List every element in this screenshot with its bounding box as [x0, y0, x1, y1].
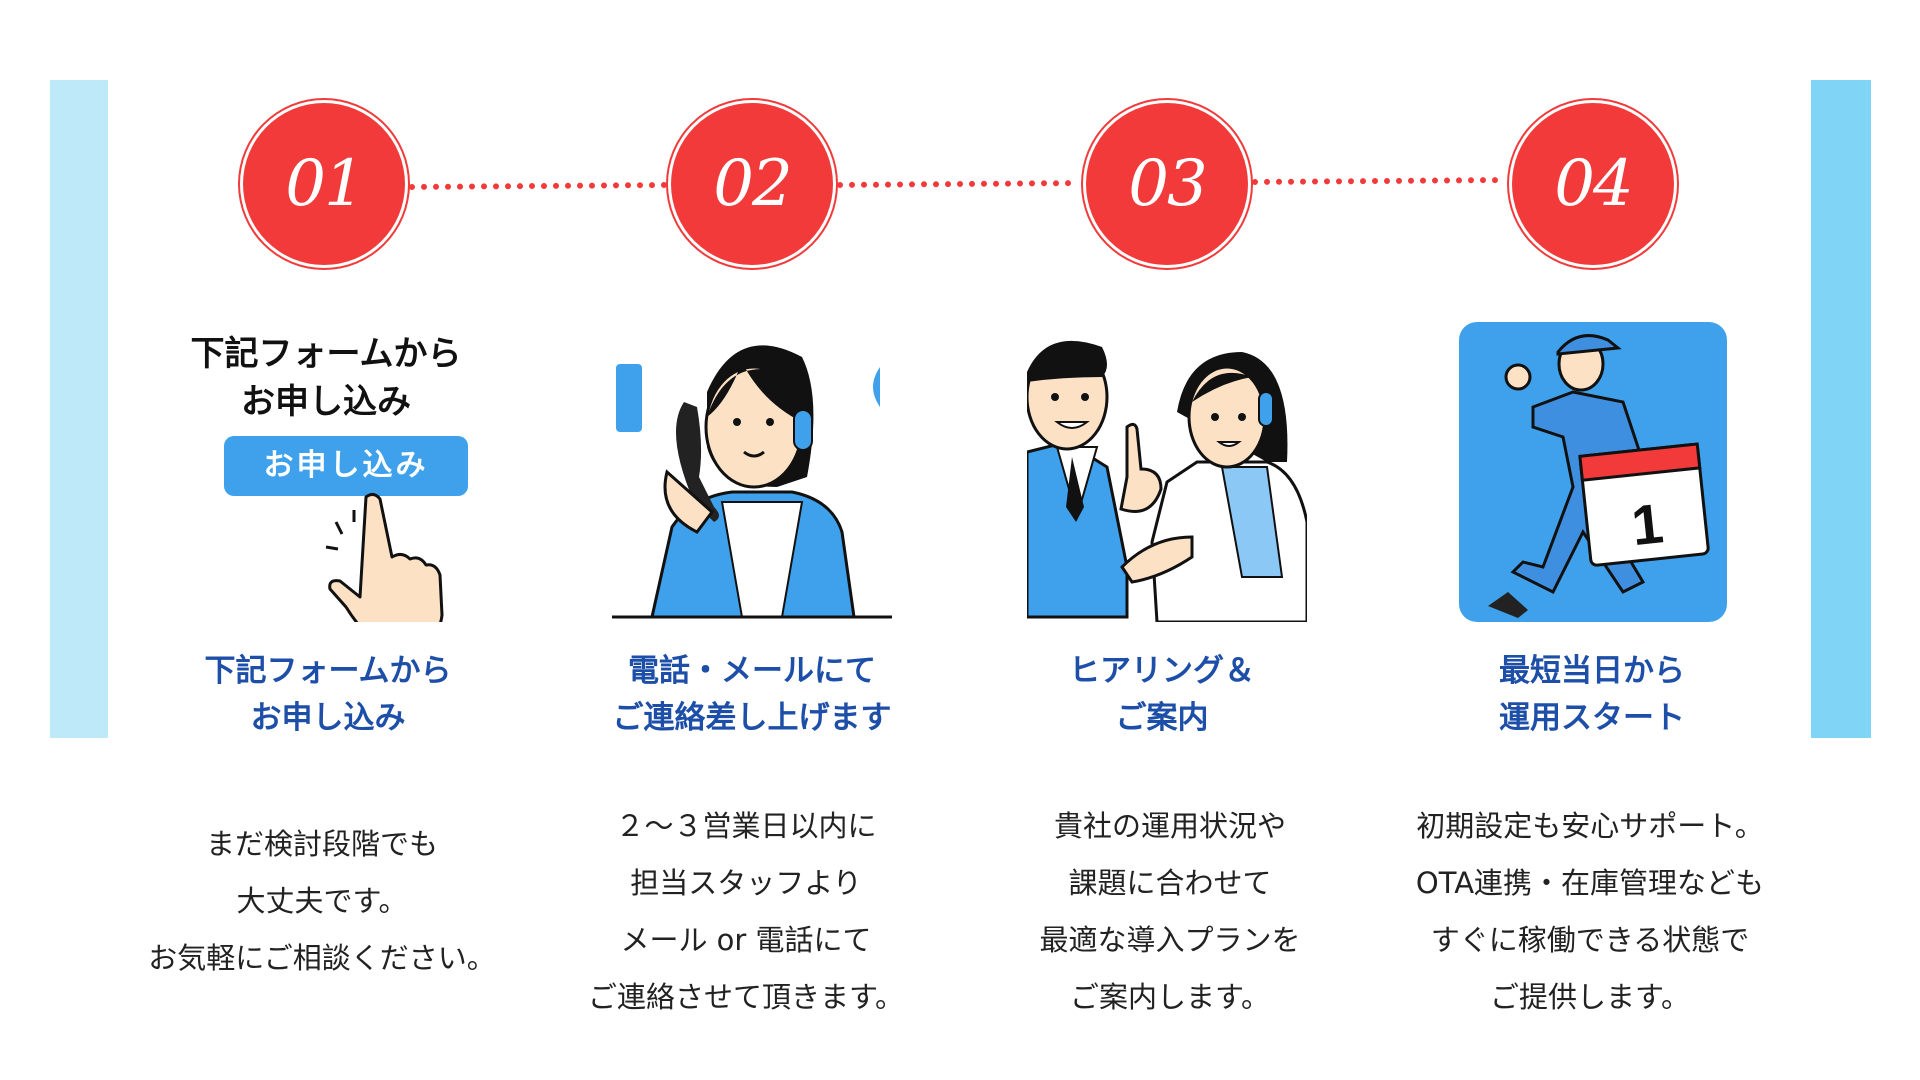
heading-line: ご案内	[1115, 700, 1209, 736]
description-line: 担当スタッフより	[630, 866, 862, 900]
description-line: まだ検討段階でも	[205, 827, 438, 861]
step-heading-1: 下記フォームからお申し込み	[118, 648, 538, 742]
description-line: 課題に合わせて	[1068, 866, 1272, 900]
illustration-title-line: お申し込み	[241, 382, 411, 422]
step-number: 01	[285, 147, 364, 221]
description-line: ご提供します。	[1489, 980, 1691, 1014]
illustration-title: 下記フォームから お申し込み	[186, 330, 466, 426]
description-line: メール or 電話にて	[620, 923, 872, 957]
description-line: ２〜３営業日以内に	[615, 809, 877, 843]
description-line: お気軽にご相談ください。	[148, 941, 496, 975]
heading-line: 電話・メールにて	[628, 653, 876, 689]
start-operation-illustration: 1	[1453, 322, 1733, 622]
description-line: ご案内します。	[1069, 980, 1271, 1014]
connector-3-4	[1252, 177, 1508, 185]
step-number-badge-4: 04	[1512, 103, 1674, 265]
step-number: 03	[1128, 147, 1207, 221]
heading-line: ご連絡差し上げます	[612, 700, 892, 736]
heading-line: お申し込み	[250, 700, 406, 736]
connector-1-2	[409, 182, 667, 190]
illustration-title-line: 下記フォームから	[190, 334, 462, 374]
step-heading-3: ヒアリング＆ ご案内	[952, 648, 1372, 742]
step-connector	[409, 177, 1508, 190]
description-line: すぐに稼働できる状態で	[1430, 923, 1750, 957]
step-number-badge-1: 01	[243, 103, 405, 265]
apply-button-illustration: お申し込み	[224, 436, 468, 496]
description-line: 最適な導入プランを	[1039, 923, 1301, 957]
step-number-badge-2: 02	[671, 103, 833, 265]
step-heading-2: 電話・メールにてご連絡差し上げます	[542, 648, 962, 742]
step-description-1: まだ検討段階でも 大丈夫です。 お気軽にご相談ください。	[102, 816, 542, 987]
connector-2-3	[837, 180, 1082, 188]
description-line: 大丈夫です。	[236, 884, 408, 918]
call-center-operator-illustration	[612, 345, 892, 619]
step-heading-4: 最短当日から運用スタート	[1382, 648, 1802, 742]
right-side-bar	[1811, 80, 1871, 738]
heading-line: 最短当日から	[1499, 653, 1685, 689]
heading-line: 下記フォームから	[204, 653, 452, 689]
heading-line: 運用スタート	[1499, 700, 1685, 736]
left-side-bar	[50, 80, 108, 738]
step-number: 04	[1554, 147, 1633, 221]
step-description-2: ２〜３営業日以内に 担当スタッフより メール or 電話にて ご連絡させて頂きま…	[526, 798, 966, 1026]
step-description-4: 初期設定も安心サポート。 OTA連携・在庫管理なども すぐに稼働できる状態で ご…	[1370, 798, 1810, 1026]
pointing-hand-icon	[325, 492, 444, 622]
description-line: ご連絡させて頂きます。	[587, 980, 905, 1014]
step-number-badge-3: 03	[1086, 103, 1248, 265]
heading-line: ヒアリング＆	[1069, 653, 1255, 689]
description-line: OTA連携・在庫管理なども	[1415, 866, 1765, 900]
description-line: 初期設定も安心サポート。	[1416, 809, 1764, 843]
consultation-illustration	[1027, 340, 1307, 622]
running-worker-calendar-icon: 1	[1459, 322, 1727, 622]
description-line: 貴社の運用状況や	[1053, 809, 1286, 843]
application-form-illustration: 下記フォームから お申し込み お申し込み	[186, 322, 468, 622]
step-number: 02	[713, 147, 792, 221]
calendar-day-number: 1	[1629, 491, 1667, 557]
step-description-3: 貴社の運用状況や 課題に合わせて 最適な導入プランを ご案内します。	[950, 798, 1390, 1026]
